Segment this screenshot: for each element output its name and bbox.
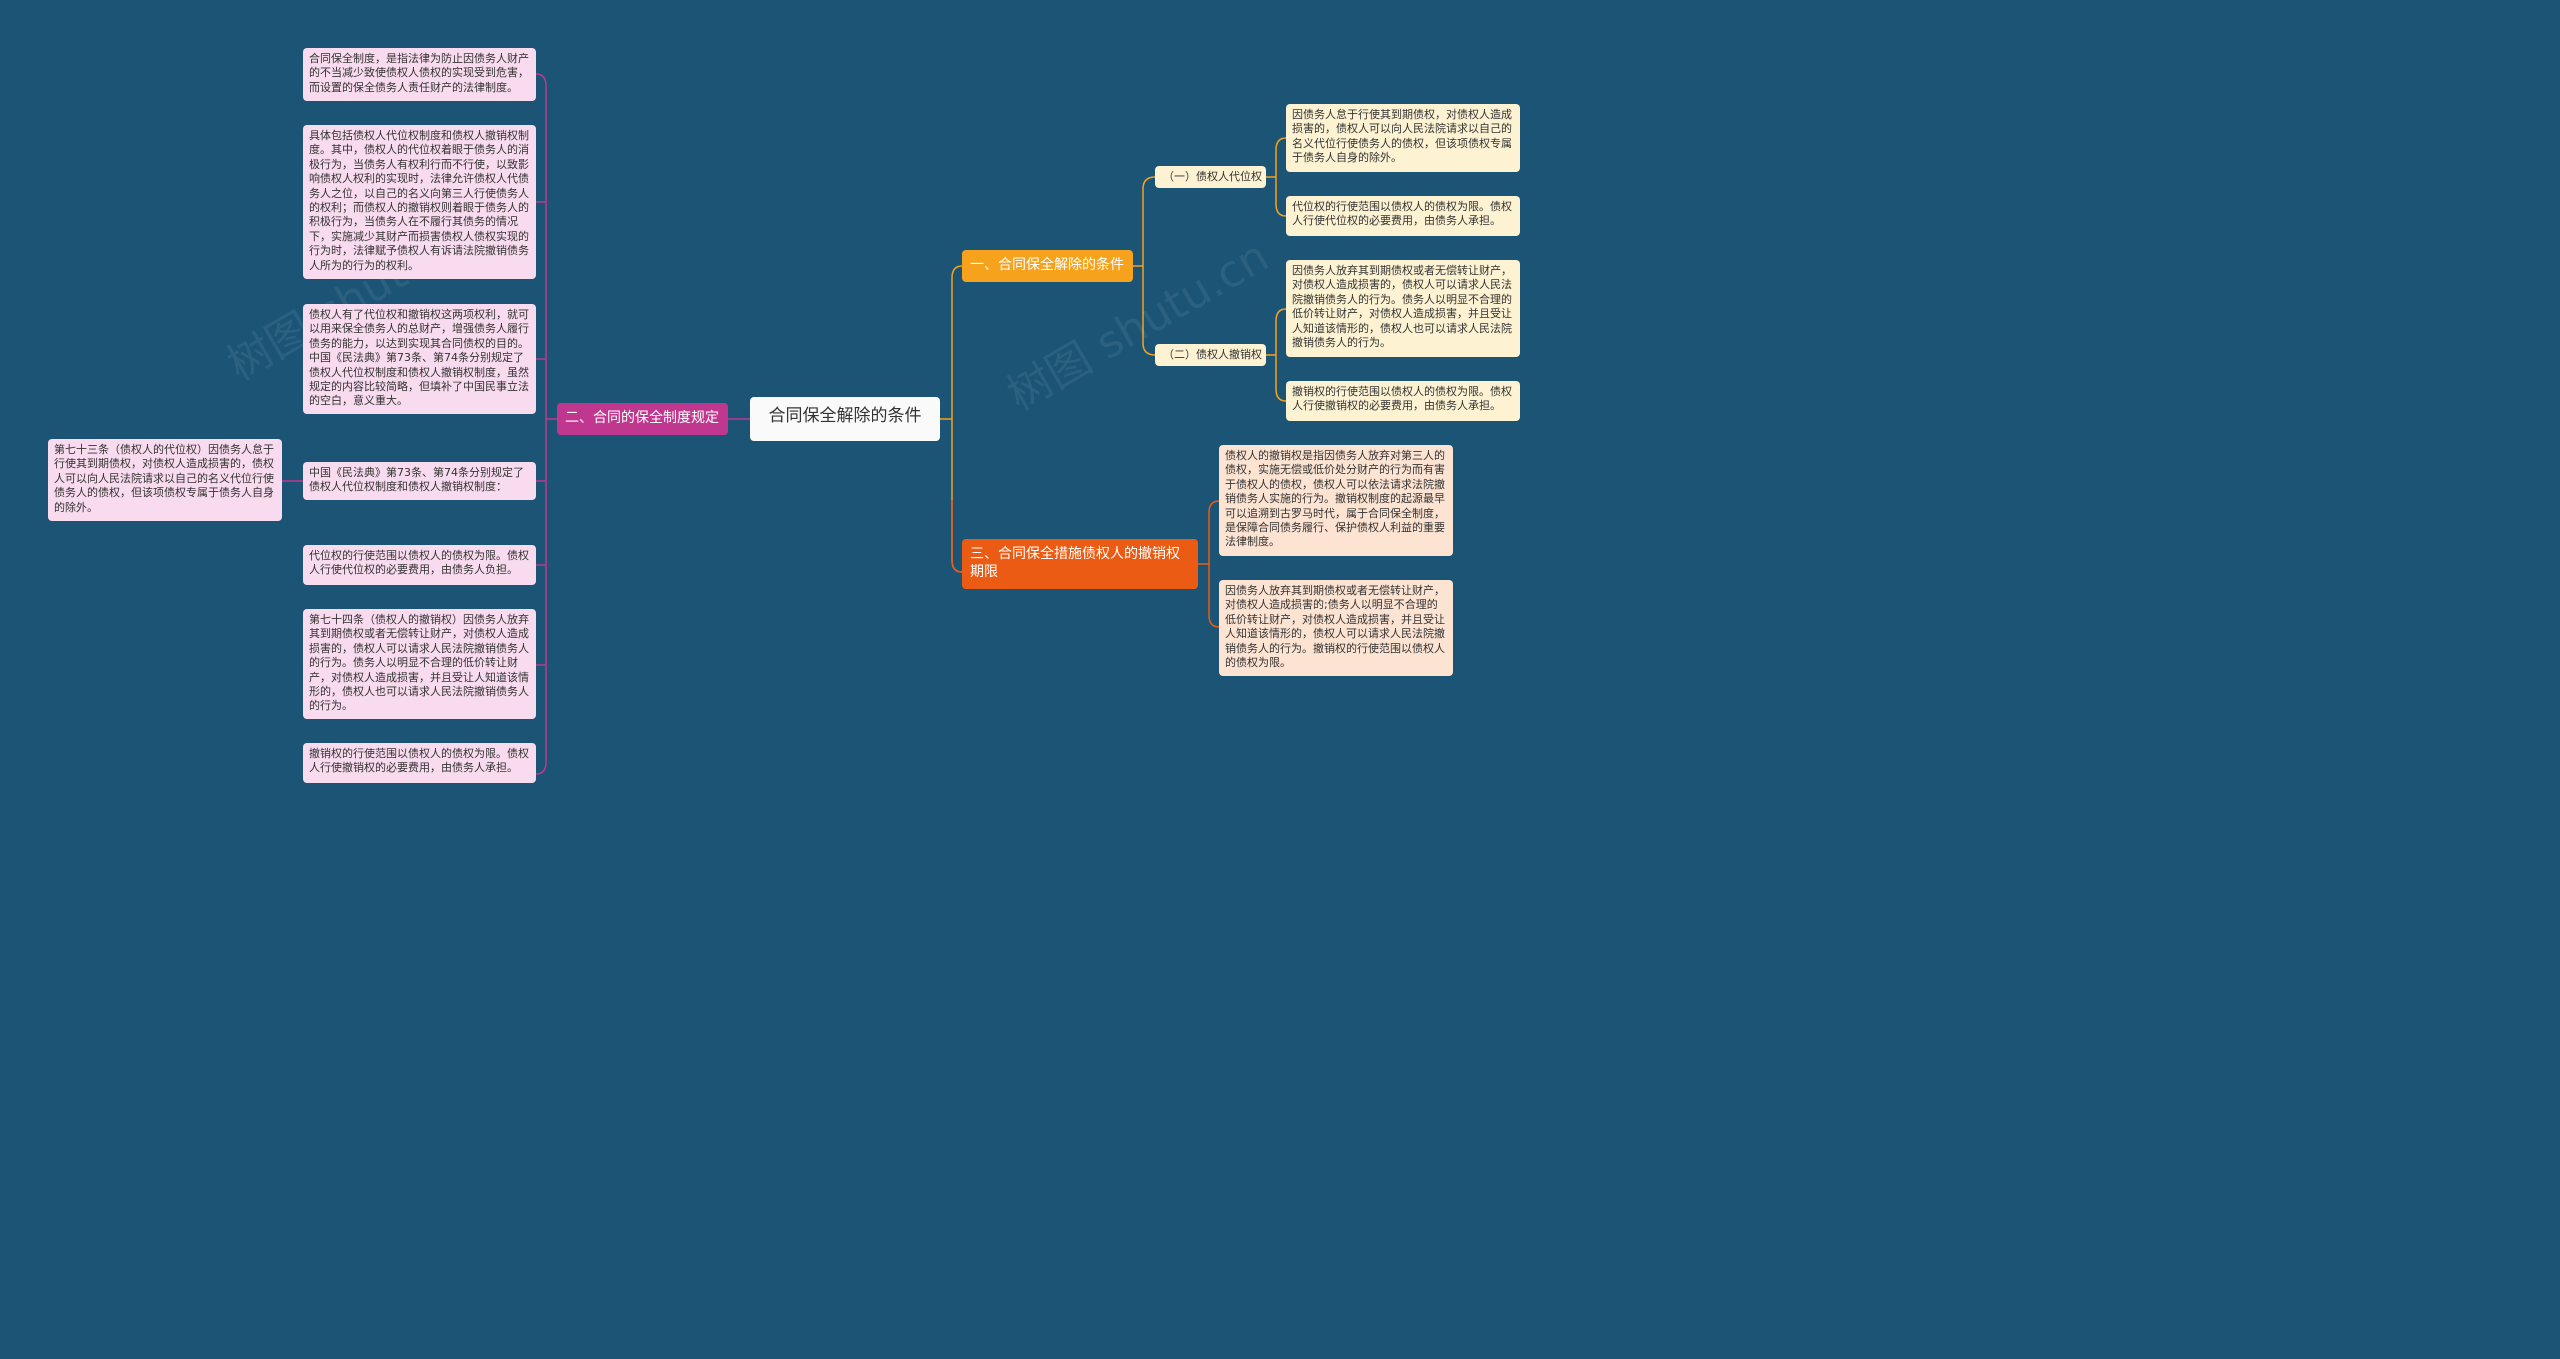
link-right2-leaves [1198, 500, 1220, 628]
sub-subrogation-right[interactable]: （一）债权人代位权 [1155, 166, 1266, 188]
link-sub1-leaves [1266, 137, 1287, 217]
link-root-right [940, 265, 963, 573]
sub1-leaf-2[interactable]: 代位权的行使范围以债权人的债权为限。债权人行使代位权的必要费用，由债务人承担。 [1286, 196, 1520, 236]
link-left-bracket [535, 73, 557, 775]
left-leaf-3[interactable]: 债权人有了代位权和撤销权这两项权利，就可以用来保全债务人的总财产，增强债务人履行… [303, 304, 536, 414]
far-leaf-article-73[interactable]: 第七十三条（债权人的代位权）因债务人怠于行使其到期债权，对债权人造成损害的，债权… [48, 439, 282, 521]
sub2-leaf-2[interactable]: 撤销权的行使范围以债权人的债权为限。债权人行使撤销权的必要费用，由债务人承担。 [1286, 381, 1520, 421]
mind-map-canvas: 树图 shutu.cn 树图 shutu.cn 合同保全解除的条件 二、合同的保… [0, 0, 1568, 832]
link-sub2-leaves [1266, 308, 1287, 402]
branch-revocation-deadline[interactable]: 三、合同保全措施债权人的撤销权期限 [962, 539, 1198, 589]
link-right2-stub [951, 500, 963, 573]
sub1-leaf-1[interactable]: 因债务人怠于行使其到期债权，对债权人造成损害的，债权人可以向人民法院请求以自己的… [1286, 104, 1520, 172]
root-topic[interactable]: 合同保全解除的条件 [750, 397, 940, 441]
branch-release-conditions[interactable]: 一、合同保全解除的条件 [962, 250, 1133, 282]
connector-lines [282, 73, 1287, 775]
left-leaf-4[interactable]: 中国《民法典》第73条、第74条分别规定了债权人代位权制度和债权人撤销权制度： [303, 462, 536, 500]
left-leaf-2[interactable]: 具体包括债权人代位权制度和债权人撤销权制度。其中，债权人的代位权着眼于债务人的消… [303, 125, 536, 279]
left-leaf-7[interactable]: 撤销权的行使范围以债权人的债权为限。债权人行使撤销权的必要费用，由债务人承担。 [303, 743, 536, 783]
left-leaf-5[interactable]: 代位权的行使范围以债权人的债权为限。债权人行使代位权的必要费用，由债务人负担。 [303, 545, 536, 585]
link-right1-subs [1133, 176, 1156, 356]
right2-leaf-1[interactable]: 债权人的撤销权是指因债务人放弃对第三人的债权，实施无偿或低价处分财产的行为而有害… [1219, 445, 1453, 556]
left-leaf-1[interactable]: 合同保全制度，是指法律为防止因债务人财产的不当减少致使债权人债权的实现受到危害，… [303, 48, 536, 101]
right2-leaf-2[interactable]: 因债务人放弃其到期债权或者无偿转让财产，对债权人造成损害的;债务人以明显不合理的… [1219, 580, 1453, 676]
sub-revocation-right[interactable]: （二）债权人撤销权 [1155, 344, 1266, 366]
left-leaf-6[interactable]: 第七十四条（债权人的撤销权）因债务人放弃其到期债权或者无偿转让财产，对债权人造成… [303, 609, 536, 719]
branch-conservation-rules[interactable]: 二、合同的保全制度规定 [557, 403, 728, 435]
sub2-leaf-1[interactable]: 因债务人放弃其到期债权或者无偿转让财产，对债权人造成损害的，债权人可以请求人民法… [1286, 260, 1520, 357]
